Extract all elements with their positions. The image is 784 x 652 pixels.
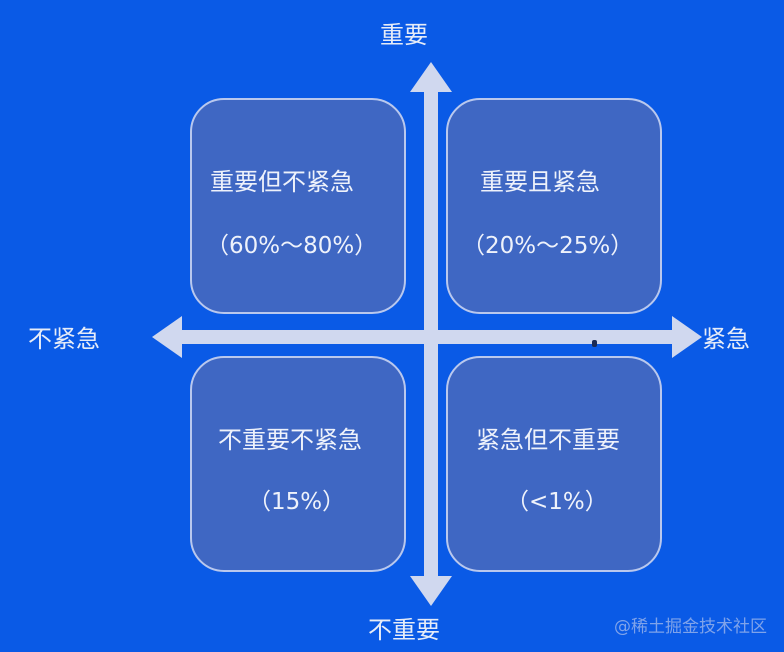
quadrant-not-important-not-urgent: 不重要不紧急 （15%） bbox=[190, 356, 406, 572]
quadrant-important-not-urgent: 重要但不紧急 （60%～80%） bbox=[190, 98, 406, 314]
axis-label-important: 重要 bbox=[380, 21, 428, 49]
quadrant-share: （15%） bbox=[248, 489, 346, 515]
quadrant-share: （<1%） bbox=[506, 489, 608, 515]
watermark: @稀土掘金技术社区 bbox=[614, 617, 767, 637]
mouse-cursor-icon bbox=[592, 340, 597, 347]
quadrant-urgent-not-important: 紧急但不重要 （<1%） bbox=[446, 356, 662, 572]
quadrant-important-urgent: 重要且紧急 （20%～25%） bbox=[446, 98, 662, 314]
quadrant-share: （20%～25%） bbox=[462, 233, 634, 259]
arrow-right-icon bbox=[672, 316, 702, 358]
vertical-axis-line bbox=[424, 88, 438, 582]
arrow-up-icon bbox=[410, 62, 452, 92]
axis-label-urgent: 紧急 bbox=[702, 325, 750, 353]
quadrant-title: 紧急但不重要 bbox=[476, 426, 620, 454]
quadrant-title: 重要且紧急 bbox=[480, 168, 600, 196]
axis-label-not-urgent: 不紧急 bbox=[28, 325, 100, 353]
arrow-left-icon bbox=[152, 316, 182, 358]
arrow-down-icon bbox=[410, 576, 452, 606]
quadrant-title: 不重要不紧急 bbox=[218, 426, 362, 454]
quadrant-title: 重要但不紧急 bbox=[210, 168, 354, 196]
quadrant-share: （60%～80%） bbox=[206, 233, 378, 259]
axis-label-not-important: 不重要 bbox=[368, 616, 440, 644]
